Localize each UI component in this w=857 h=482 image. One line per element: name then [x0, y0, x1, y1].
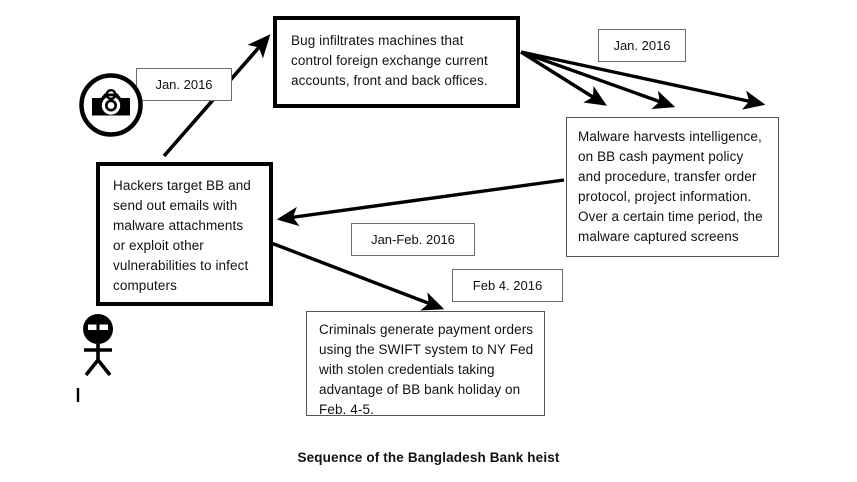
hackers-node-text: Hackers target BB and send out emails wi…: [113, 178, 251, 293]
hackers-node: Hackers target BB and send out emails wi…: [96, 162, 273, 306]
camera-icon: [79, 73, 143, 137]
label-jan-feb-2016: Jan-Feb. 2016: [351, 223, 475, 256]
bug-node: Bug infiltrates machines that control fo…: [273, 16, 520, 108]
label-jan-feb-2016-text: Jan-Feb. 2016: [371, 232, 455, 247]
label-feb-4-2016-text: Feb 4. 2016: [472, 278, 543, 293]
diagram-caption: Sequence of the Bangladesh Bank heist: [297, 450, 560, 465]
label-jan-2016-left: Jan. 2016: [136, 68, 232, 101]
criminals-node: Criminals generate payment orders using …: [306, 311, 545, 416]
label-feb-4-2016: Feb 4. 2016: [452, 269, 563, 302]
label-jan-2016-right: Jan. 2016: [598, 29, 686, 62]
malware-node: Malware harvests intelligence, on BB cas…: [566, 117, 779, 257]
masked-hacker-stick-figure-icon: [76, 314, 113, 402]
bug-node-text: Bug infiltrates machines that control fo…: [291, 33, 488, 88]
label-jan-2016-left-text: Jan. 2016: [155, 77, 213, 92]
arrow-bug-to-malware-a: [520, 50, 607, 106]
label-jan-2016-right-text: Jan. 2016: [613, 38, 671, 53]
arrow-malware-to-hackers: [276, 178, 565, 227]
malware-node-text: Malware harvests intelligence, on BB cas…: [578, 129, 763, 244]
criminals-node-text: Criminals generate payment orders using …: [319, 322, 534, 416]
